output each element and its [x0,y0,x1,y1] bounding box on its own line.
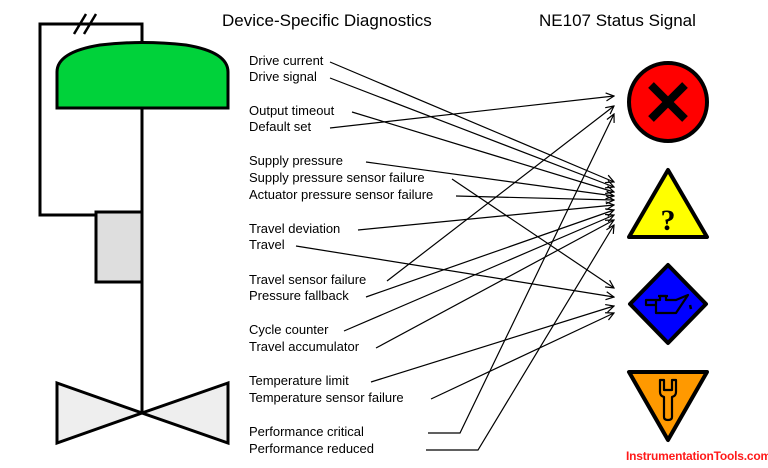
connector-arrow-maintenance-required [295,245,614,297]
diagnostic-label: Travel accumulator [249,339,360,354]
diagnostic-label: Actuator pressure sensor failure [249,187,434,202]
diagnostic-label: Performance critical [249,424,364,439]
connector-arrow-failure [386,106,614,282]
question-triangle-icon [627,168,709,239]
question-mark-glyph: ? [661,204,676,237]
connector-arrow-maintenance-required [370,306,614,383]
connector-arrow-out-of-specification [329,61,614,182]
diagnostic-label: Cycle counter [249,322,329,337]
failure-x-stroke [648,82,688,122]
signal-line-slash [72,13,88,35]
diagnostic-label: Temperature sensor failure [249,390,404,405]
connector-arrow-out-of-specification [365,161,614,196]
valve-body-right [137,380,230,446]
oil-can-glyph [644,293,693,315]
positioner-box [94,210,144,284]
status-signal-heading: NE107 Status Signal [539,11,696,30]
connector-lines [295,61,614,451]
oil-can-diamond-icon [628,263,708,345]
diagnostics-heading: Device-Specific Diagnostics [222,11,432,30]
signal-loop-wire [38,22,144,217]
diagnostic-label: Temperature limit [249,373,349,388]
watermark: InstrumentationTools.com [626,449,768,463]
wrench-glyph [658,378,678,422]
connector-arrow-failure [329,96,614,129]
connector-arrow-out-of-specification [351,111,614,192]
status-maintenance-required [628,263,708,345]
diagnostic-label: Travel [249,237,285,252]
connector-arrow-failure [428,114,614,434]
diagnostic-label: Travel sensor failure [249,272,367,287]
diagnostic-label: Supply pressure sensor failure [249,170,425,185]
diagnostic-label: Default set [249,119,312,134]
connector-arrow-out-of-specification [343,215,614,332]
actuator-dome [55,41,230,110]
diagnostic-label: Drive current [249,53,324,68]
diagnostic-label: Output timeout [249,103,335,118]
control-valve-schematic [38,13,230,446]
diagnostic-label: Drive signal [249,69,317,84]
diagnostic-label: Travel deviation [249,221,341,236]
diagnostic-label: Supply pressure [249,153,343,168]
status-out-of-specification: ? [627,168,709,239]
signal-line-slash [82,13,98,35]
connector-arrow-out-of-specification [426,225,614,451]
diagnostic-label: Performance reduced [249,441,375,456]
connector-arrow-out-of-specification [365,210,614,298]
connector-arrow-out-of-specification [455,196,614,200]
connector-arrow-out-of-specification [329,77,614,187]
connector-arrow-out-of-specification [357,205,614,231]
diagnostic-label: Pressure fallback [249,288,349,303]
valve-body-left [55,380,147,446]
status-function-check [627,370,709,442]
wrench-triangle-icon [627,370,709,442]
status-failure [627,61,709,143]
connector-arrow-maintenance-required [430,313,614,400]
connector-arrow-out-of-specification [375,220,614,349]
